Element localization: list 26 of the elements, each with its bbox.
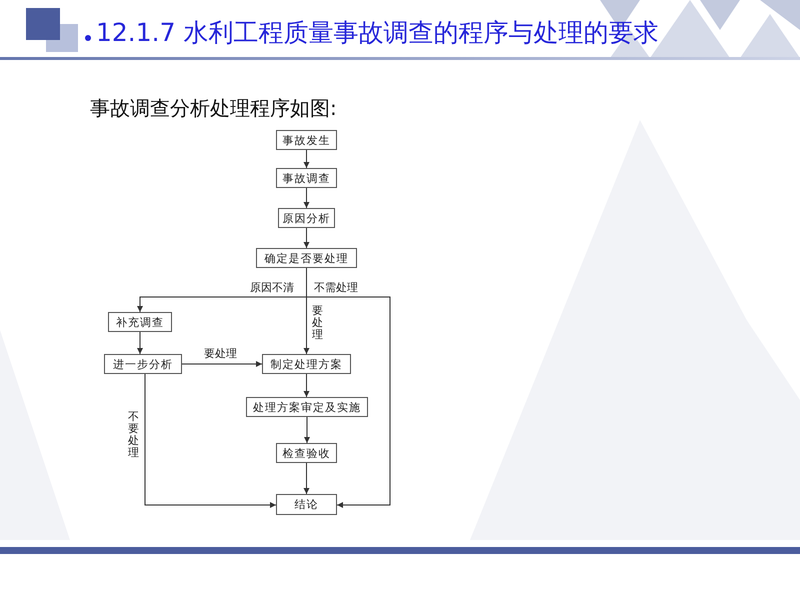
slide-title: 12.1.7 水利工程质量事故调查的程序与处理的要求 xyxy=(96,18,658,48)
arrow xyxy=(304,228,310,248)
arrow xyxy=(182,361,262,367)
arrow xyxy=(304,150,310,168)
arrow xyxy=(304,188,310,208)
process-box: 检查验收 xyxy=(276,443,337,463)
arrow xyxy=(304,374,310,398)
process-box: 事故调查 xyxy=(276,168,337,188)
edge-label: 要处理 xyxy=(204,348,237,360)
arrow xyxy=(304,416,310,444)
process-box: 确定是否要处理 xyxy=(256,248,357,268)
process-box: 原因分析 xyxy=(278,208,335,228)
edge-label: 原因不清 xyxy=(250,282,294,294)
process-box: 结论 xyxy=(276,494,337,515)
process-box: 补充调查 xyxy=(108,312,172,332)
process-box: 制定处理方案 xyxy=(262,354,351,374)
arrow xyxy=(137,332,143,354)
process-box: 进一步分析 xyxy=(104,354,182,374)
subtitle-text: 事故调查分析处理程序如图: xyxy=(90,96,337,120)
arrow xyxy=(144,374,276,508)
edge-label: 不要处理 xyxy=(128,411,139,460)
edge-label: 不需处理 xyxy=(314,282,358,294)
edge-label: 要处理 xyxy=(312,305,323,342)
arrow xyxy=(304,462,310,494)
process-box: 处理方案审定及实施 xyxy=(246,397,368,417)
process-box: 事故发生 xyxy=(276,130,337,150)
